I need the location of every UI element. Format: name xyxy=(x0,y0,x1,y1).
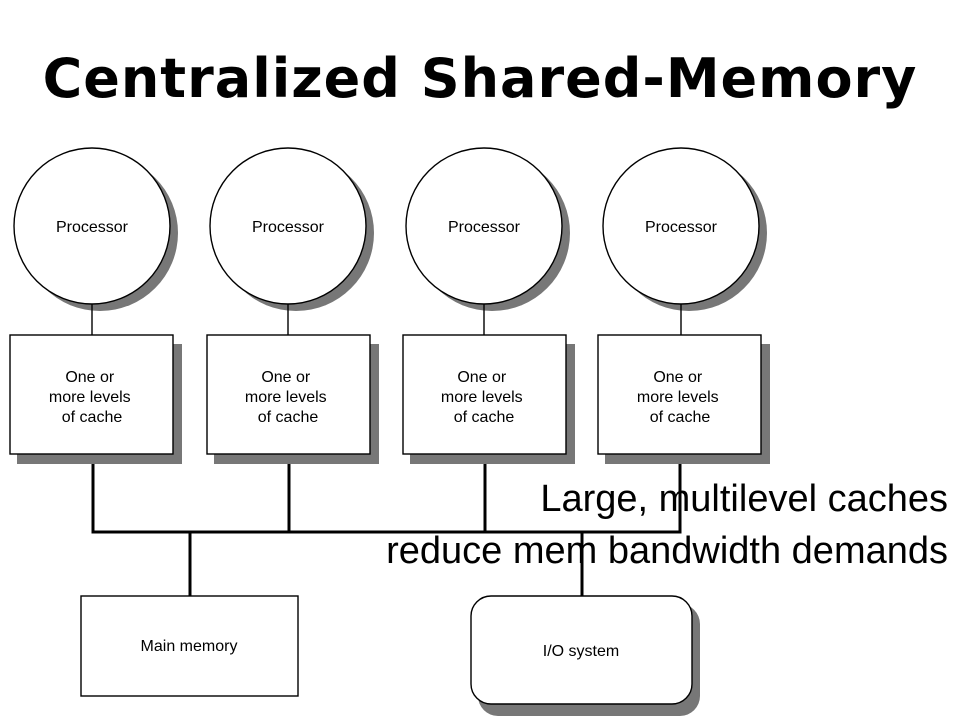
callout-line-2: reduce mem bandwidth demands xyxy=(386,530,948,572)
io-system-box xyxy=(470,595,693,705)
io-system-label: I/O system xyxy=(543,643,619,660)
cache-2-label: One or more levels of cache xyxy=(245,369,331,426)
node-1: Processor One or more levels of cache xyxy=(9,147,182,464)
main-memory-label: Main memory xyxy=(141,638,238,655)
processor-1-label: Processor xyxy=(56,219,129,236)
cache-3 xyxy=(402,334,567,455)
node-4: Processor One or more levels of cache xyxy=(597,147,770,464)
main-memory-box xyxy=(80,595,299,697)
interconnect-bus xyxy=(91,453,682,596)
node-3: Processor One or more levels of cache xyxy=(402,147,575,464)
cache-3-label: One or more levels of cache xyxy=(441,369,527,426)
cache-1-label: One or more levels of cache xyxy=(49,369,135,426)
cache-4 xyxy=(597,334,762,455)
callout-line-1: Large, multilevel caches xyxy=(540,478,948,520)
io-system-block: I/O system xyxy=(470,595,700,716)
processor-4-label: Processor xyxy=(645,219,718,236)
cache-4-label: One or more levels of cache xyxy=(637,369,723,426)
node-2: Processor One or more levels of cache xyxy=(206,147,379,464)
processor-2-label: Processor xyxy=(252,219,325,236)
cache-1 xyxy=(9,334,174,455)
cache-2 xyxy=(206,334,371,455)
slide-title: Centralized Shared-Memory xyxy=(42,47,918,110)
processor-3-label: Processor xyxy=(448,219,521,236)
main-memory-block: Main memory xyxy=(80,595,299,697)
